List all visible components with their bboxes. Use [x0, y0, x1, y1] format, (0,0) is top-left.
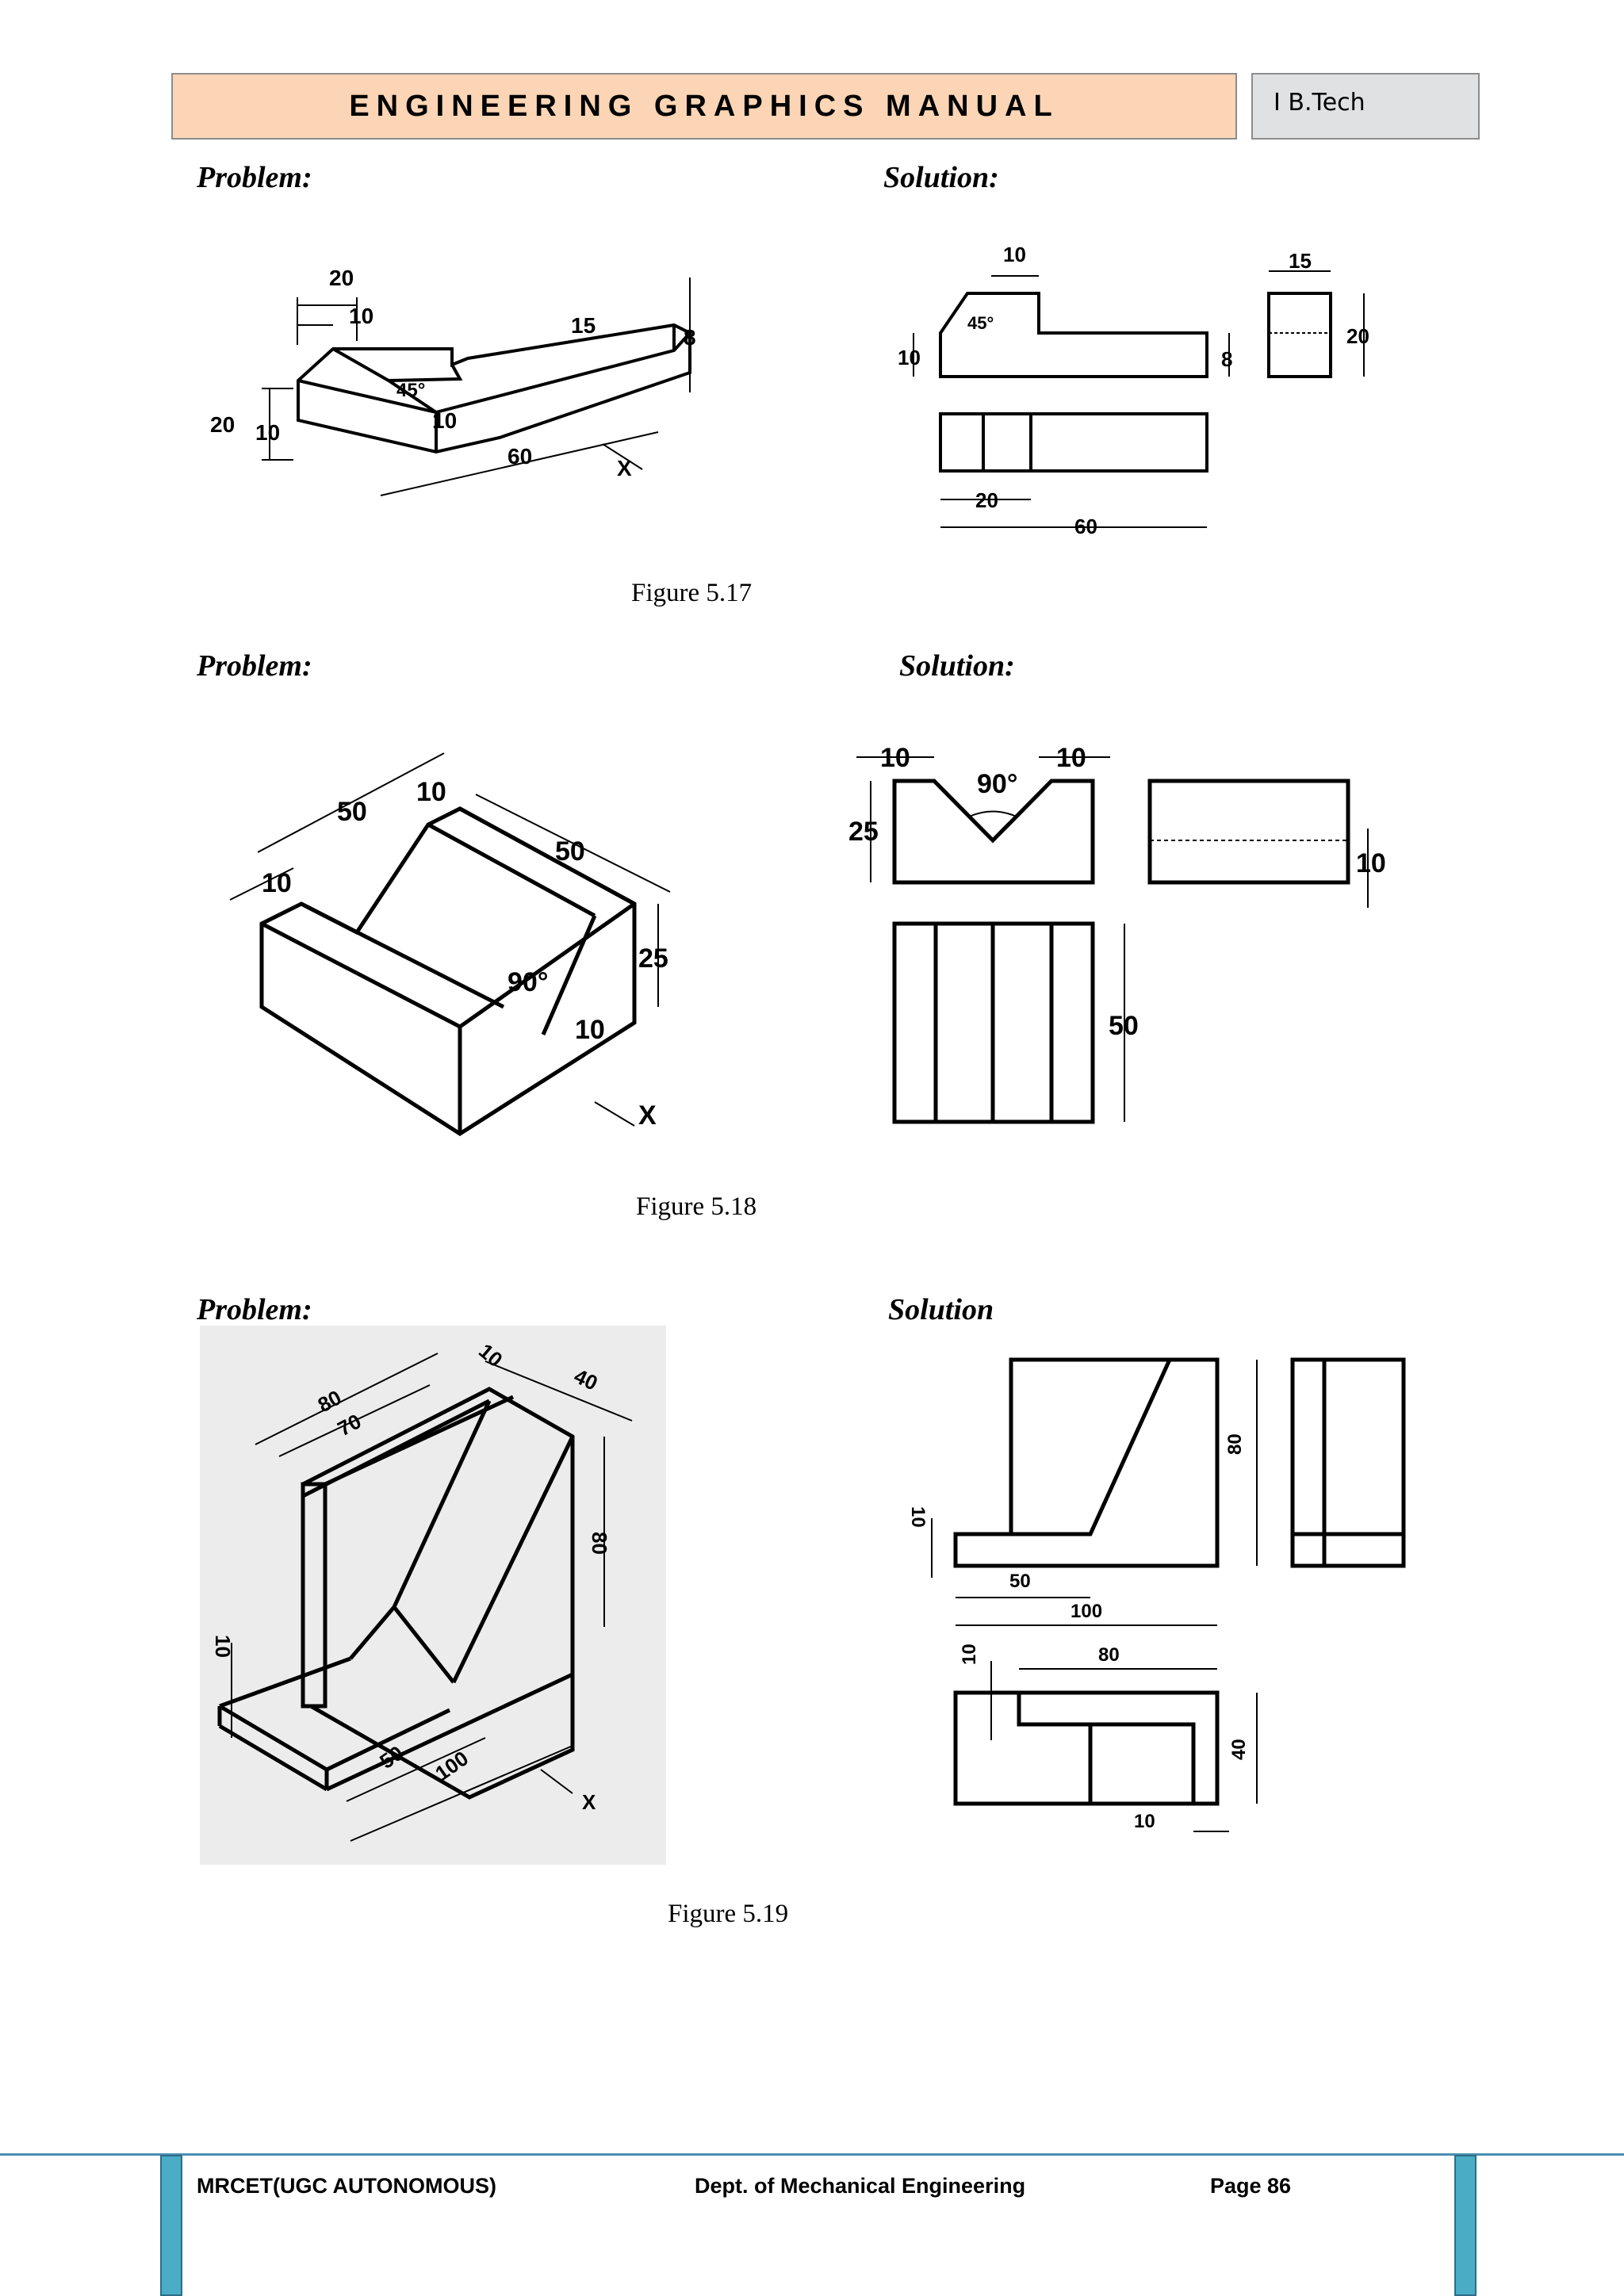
dim-text: 50 — [337, 797, 367, 827]
dim-text: 10 — [1003, 243, 1026, 266]
dim-text: 45° — [967, 313, 994, 333]
dim-text: 10 — [262, 868, 292, 898]
course-tag: I B.Tech — [1251, 73, 1480, 140]
solution-label-17: Solution: — [883, 161, 999, 194]
isometric-problem-5-19: 80 70 10 40 80 10 50 100 X — [200, 1326, 666, 1865]
dim-text: 80 — [588, 1532, 611, 1555]
dim-text: 25 — [848, 817, 879, 847]
dim-text: 20 — [210, 412, 235, 437]
dim-text: 10 — [1056, 743, 1086, 773]
dim-text: 10 — [255, 420, 280, 445]
footer-right-bar — [1454, 2155, 1477, 2296]
figure-caption-5-17: Figure 5.17 — [631, 579, 753, 607]
dim-text: 15 — [1289, 249, 1312, 273]
footer-left-bar — [160, 2155, 182, 2296]
dim-text: 10 — [1356, 848, 1386, 878]
footer-department: Dept. of Mechanical Engineering — [695, 2174, 1026, 2198]
footer-institution: MRCET(UGC AUTONOMOUS) — [197, 2174, 496, 2198]
dim-text: X — [582, 1790, 596, 1814]
dim-text: 60 — [1074, 515, 1097, 538]
figure-caption-5-19: Figure 5.19 — [668, 1900, 789, 1928]
dim-text: 50 — [1109, 1011, 1139, 1041]
dim-text: 10 — [959, 1644, 980, 1665]
dim-text: 10 — [432, 408, 457, 433]
dim-text: X — [638, 1100, 657, 1131]
dim-text: 90° — [977, 769, 1017, 799]
dim-text: 20 — [975, 488, 998, 512]
dim-text: 20 — [329, 266, 354, 290]
isometric-problem-5-17: 20 10 15 8 45° 20 10 10 60 X — [210, 266, 696, 496]
dim-text: 10 — [349, 304, 373, 328]
isometric-problem-5-18: 50 10 10 50 25 90° 10 X — [229, 752, 671, 1136]
dim-text: 45° — [396, 380, 425, 401]
dim-text: 8 — [1221, 347, 1232, 371]
orthographic-solution-5-19: 10 50 100 80 10 80 40 10 — [907, 1357, 1406, 1832]
dim-text: 10 — [211, 1635, 235, 1658]
orthographic-solution-5-18: 10 10 90° 25 10 50 — [848, 743, 1386, 1124]
problem-label-17: Problem: — [197, 161, 312, 194]
dim-text: 10 — [416, 777, 446, 807]
dim-text: 50 — [555, 836, 585, 867]
dim-text: 10 — [907, 1506, 929, 1528]
solution-label-18: Solution: — [899, 649, 1015, 683]
figure-caption-5-18: Figure 5.18 — [636, 1192, 757, 1221]
dim-text: 25 — [638, 943, 668, 974]
dim-text: 8 — [684, 325, 696, 350]
page-number: Page 86 — [1210, 2174, 1292, 2198]
dim-text: 10 — [1134, 1811, 1155, 1832]
dim-text: 50 — [1009, 1571, 1031, 1592]
problem-label-18: Problem: — [197, 649, 312, 683]
orthographic-solution-5-17: 10 45° 10 8 15 20 20 60 — [898, 243, 1369, 538]
dim-text: 10 — [880, 743, 910, 773]
dim-text: 20 — [1346, 324, 1369, 348]
dim-text: 15 — [571, 313, 596, 338]
footer-rule — [0, 2153, 1624, 2156]
dim-text: 100 — [1071, 1601, 1102, 1622]
problem-label-19: Problem: — [197, 1293, 312, 1326]
dim-text: 80 — [1098, 1644, 1120, 1666]
solution-label-19: Solution — [888, 1293, 994, 1326]
dim-text: 60 — [508, 444, 532, 469]
manual-title: ENGINEERING GRAPHICS MANUAL — [171, 73, 1237, 140]
dim-text: X — [617, 456, 632, 480]
dim-text: 40 — [1228, 1739, 1250, 1760]
dim-text: 10 — [575, 1015, 605, 1045]
dim-text: 80 — [1224, 1433, 1246, 1455]
dim-text: 90° — [508, 967, 548, 997]
dim-text: 10 — [898, 346, 921, 369]
